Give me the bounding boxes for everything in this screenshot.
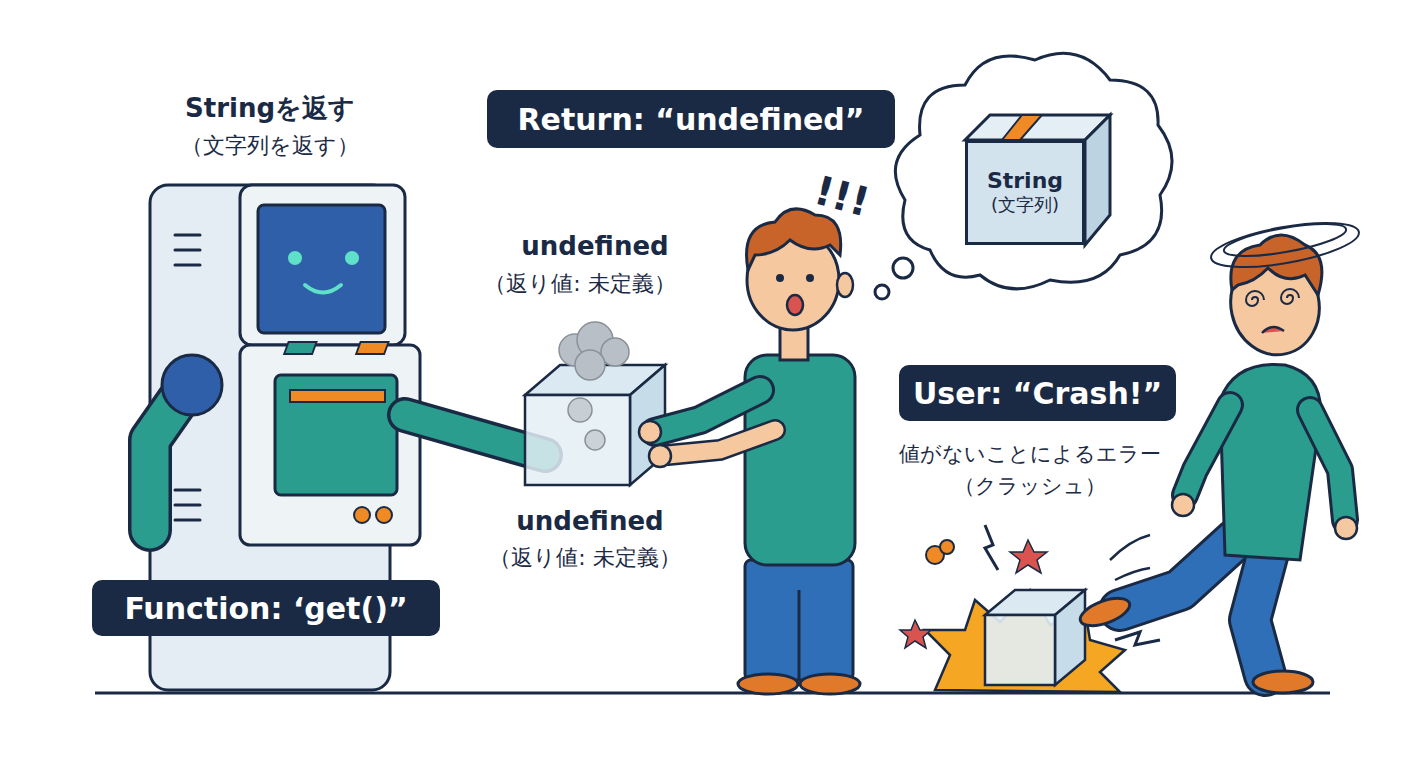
label-pill: Function: ‘get()” bbox=[92, 580, 440, 636]
label-pill: User: “Crash!” bbox=[899, 365, 1176, 421]
thought-cloud bbox=[875, 53, 1172, 299]
label-pill: Return: “undefined” bbox=[487, 90, 895, 148]
annotation-label: （文字列を返す） bbox=[181, 131, 359, 161]
annotation-label: （返り値: 未定義） bbox=[484, 269, 675, 299]
annotation-label: Stringを返す bbox=[185, 91, 355, 126]
crash-burst bbox=[900, 525, 1160, 692]
node-text: (文字列) bbox=[991, 193, 1059, 217]
annotation-label: （クラッシュ） bbox=[954, 472, 1106, 500]
node-text: String bbox=[987, 168, 1063, 193]
annotation-label: undefined bbox=[516, 506, 663, 536]
string-box: String(文字列) bbox=[965, 140, 1085, 245]
node-text: User: “Crash!” bbox=[913, 376, 1162, 411]
annotation-label: 値がないことによるエラー bbox=[899, 440, 1161, 468]
empty-cube bbox=[525, 322, 665, 485]
ground-line bbox=[95, 692, 1330, 695]
node-text: Function: ‘get()” bbox=[124, 591, 407, 626]
node-text: Return: “undefined” bbox=[517, 102, 864, 137]
exclamation-mark: !!! bbox=[810, 167, 875, 226]
annotation-label: undefined bbox=[521, 231, 668, 261]
annotation-label: （返り値: 未定義） bbox=[489, 543, 680, 573]
